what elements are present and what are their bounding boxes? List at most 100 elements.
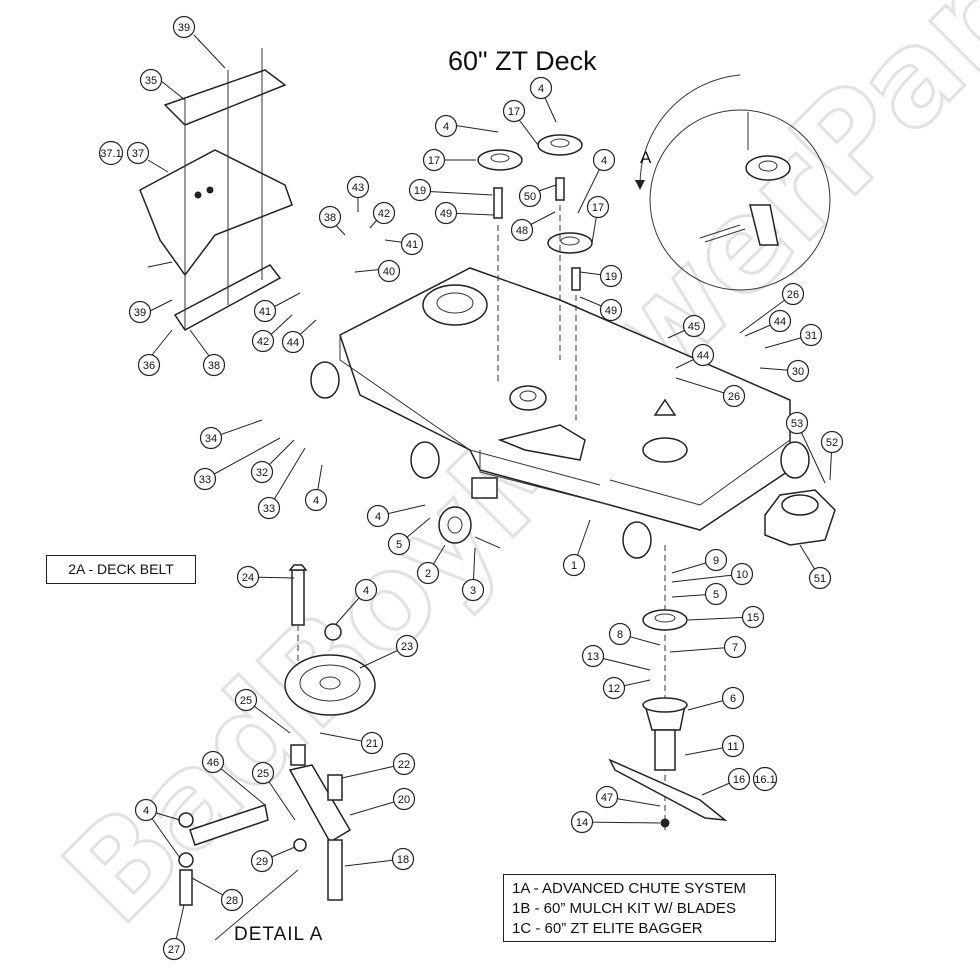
idler-pulleys (477, 134, 593, 420)
discharge-guard (764, 489, 836, 546)
svg-text:50: 50 (524, 191, 536, 203)
svg-text:4: 4 (363, 585, 369, 597)
callout-44: 44 (281, 330, 305, 354)
svg-text:16: 16 (733, 774, 745, 786)
svg-text:36: 36 (143, 360, 155, 372)
callout-53: 53 (785, 411, 809, 435)
svg-text:4: 4 (375, 511, 381, 523)
svg-text:4: 4 (443, 121, 449, 133)
callout-8: 8 (608, 622, 632, 646)
svg-text:4: 4 (538, 83, 544, 95)
svg-text:24: 24 (242, 572, 254, 584)
svg-text:7: 7 (732, 642, 738, 654)
svg-text:53: 53 (791, 418, 803, 430)
svg-text:15: 15 (747, 612, 759, 624)
idler-arm-parts (471, 477, 501, 549)
callout-42: 42 (251, 329, 275, 353)
svg-text:18: 18 (397, 854, 409, 866)
svg-text:46: 46 (207, 757, 219, 769)
callout-24: 24 (236, 565, 260, 589)
callout-25: 25 (234, 688, 258, 712)
svg-text:31: 31 (805, 330, 817, 342)
svg-text:21: 21 (366, 738, 378, 750)
callout-9: 9 (704, 548, 728, 572)
callout-21: 21 (360, 731, 384, 755)
front-cover-assembly (139, 48, 293, 331)
svg-text:17: 17 (508, 106, 520, 118)
svg-text:39: 39 (134, 307, 146, 319)
svg-text:49: 49 (605, 305, 617, 317)
svg-text:27: 27 (168, 944, 180, 956)
callout-27: 27 (162, 937, 186, 961)
callout-38: 38 (202, 353, 226, 377)
svg-text:44: 44 (697, 350, 709, 362)
callout-4: 4 (354, 578, 378, 602)
svg-text:12: 12 (608, 683, 620, 695)
svg-text:51: 51 (814, 573, 826, 585)
option-advanced-chute: 1A - ADVANCED CHUTE SYSTEM (512, 880, 746, 897)
svg-text:22: 22 (398, 759, 410, 771)
svg-text:16.1: 16.1 (754, 774, 775, 786)
svg-text:4: 4 (143, 805, 149, 817)
svg-text:30: 30 (792, 366, 804, 378)
callout-17: 17 (422, 148, 446, 172)
callout-26: 26 (722, 384, 746, 408)
callout-25: 25 (251, 761, 275, 785)
callout-48: 48 (510, 218, 534, 242)
svg-text:32: 32 (256, 467, 268, 479)
callout-1: 1 (562, 553, 586, 577)
callout-20: 20 (392, 787, 416, 811)
callout-35: 35 (139, 68, 163, 92)
option-mulch-kit: 1B - 60” MULCH KIT W/ BLADES (512, 900, 736, 917)
svg-text:14: 14 (576, 817, 588, 829)
callout-37.1: 37.1 (98, 140, 124, 166)
callout-22: 22 (392, 752, 416, 776)
detail-a-circle (634, 74, 831, 291)
callout-41: 41 (253, 299, 277, 323)
svg-text:37: 37 (132, 148, 144, 160)
svg-text:48: 48 (516, 225, 528, 237)
callout-10: 10 (730, 562, 754, 586)
svg-text:33: 33 (263, 503, 275, 515)
svg-text:33: 33 (199, 474, 211, 486)
svg-text:25: 25 (257, 768, 269, 780)
svg-text:41: 41 (259, 306, 271, 318)
callout-16.1: 16.1 (752, 766, 778, 792)
svg-text:42: 42 (378, 208, 390, 220)
svg-text:45: 45 (688, 321, 700, 333)
callout-42: 42 (372, 201, 396, 225)
callout-12: 12 (602, 676, 626, 700)
callout-6: 6 (721, 686, 745, 710)
callout-5: 5 (704, 582, 728, 606)
callout-52: 52 (820, 430, 844, 454)
callout-2: 2 (416, 561, 440, 585)
callout-38: 38 (318, 205, 342, 229)
callout-11: 11 (721, 734, 745, 758)
options-box: 1A - ADVANCED CHUTE SYSTEM 1B - 60” MULC… (503, 874, 776, 942)
callout-14: 14 (570, 810, 594, 834)
callout-13: 13 (581, 644, 605, 668)
deck-belt-label: 2A - DECK BELT (46, 555, 196, 584)
svg-text:49: 49 (440, 208, 452, 220)
callout-33: 33 (257, 496, 281, 520)
callout-4: 4 (304, 488, 328, 512)
callout-30: 30 (786, 359, 810, 383)
callout-44: 44 (768, 309, 792, 333)
svg-text:44: 44 (287, 337, 299, 349)
svg-text:25: 25 (240, 695, 252, 707)
svg-text:26: 26 (787, 289, 799, 301)
callout-5: 5 (387, 532, 411, 556)
callout-43: 43 (346, 175, 370, 199)
callout-4: 4 (592, 148, 616, 172)
svg-text:17: 17 (428, 155, 440, 167)
callout-23: 23 (395, 634, 419, 658)
svg-text:9: 9 (713, 555, 719, 567)
svg-text:23: 23 (401, 641, 413, 653)
callout-3: 3 (461, 578, 485, 602)
detail-a-label: DETAIL A (234, 924, 324, 945)
callout-39: 39 (128, 300, 152, 324)
svg-text:35: 35 (145, 75, 157, 87)
